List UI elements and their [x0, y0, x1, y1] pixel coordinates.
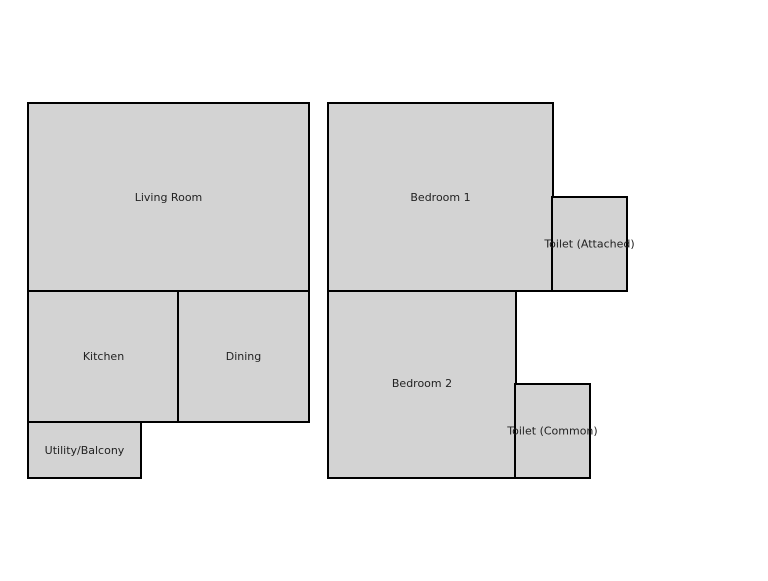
kitchen-label: Kitchen	[82, 350, 125, 363]
toilet-attached-label: Toilet (Attached)	[544, 237, 635, 251]
bedroom-2-room: Bedroom 2	[327, 290, 517, 479]
bedroom-2-label: Bedroom 2	[391, 376, 453, 390]
kitchen-room: Kitchen	[27, 290, 180, 423]
dining-label: Dining	[225, 350, 262, 363]
living-room: Living Room	[27, 102, 310, 292]
toilet-common-label: Toilet (Common)	[507, 424, 598, 438]
living-room-label: Living Room	[134, 190, 203, 204]
bedroom-1-label: Bedroom 1	[410, 190, 471, 204]
toilet-attached-room: Toilet (Attached)	[544, 196, 635, 292]
dining-room: Dining	[177, 290, 310, 423]
utility-balcony-label: Utility/Balcony	[44, 443, 125, 457]
utility-balcony-room: Utility/Balcony	[27, 421, 142, 479]
toilet-common-room: Toilet (Common)	[507, 383, 598, 479]
bedroom-1-room: Bedroom 1	[327, 102, 554, 292]
